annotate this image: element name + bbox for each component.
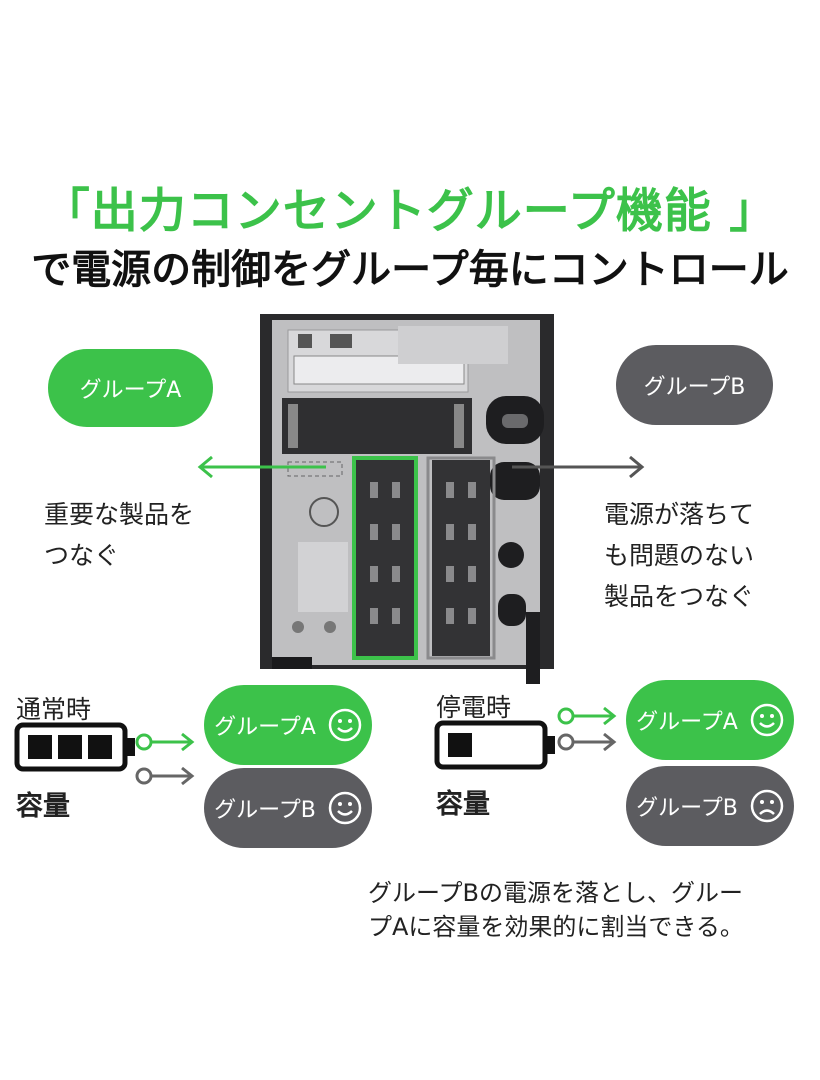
normal-group-a-pill: グループA: [204, 685, 372, 765]
normal-capacity-label: 容量: [16, 791, 70, 822]
title-line-1: 「出力コンセントグループ機能 」: [42, 184, 778, 239]
group-b-description: 電源が落ちて も問題のない 製品をつなぐ: [604, 494, 754, 617]
normal-group-b-pill: グループB: [204, 768, 372, 848]
smile-icon: [328, 708, 362, 742]
group-a-desc-line: 重要な製品を: [44, 500, 195, 529]
group-b-desc-line: 電源が落ちて: [604, 500, 755, 529]
group-b-pill: グループB: [616, 345, 773, 425]
outage-group-a-pill: グループA: [626, 680, 794, 760]
normal-group-a-label: グループA: [214, 715, 316, 740]
smile-icon: [750, 703, 784, 737]
group-a-label: グループA: [79, 378, 182, 403]
outage-group-b-label: グループB: [636, 796, 738, 821]
outage-title: 停電時: [436, 693, 512, 722]
normal-group-b-label: グループB: [214, 798, 316, 823]
group-b-arrow: [512, 455, 645, 479]
group-b-label: グループB: [643, 375, 746, 400]
outage-group-a-label: グループA: [636, 710, 738, 735]
group-a-description: 重要な製品を つなぐ: [44, 494, 194, 576]
sad-icon: [750, 789, 784, 823]
ups-rear-panel-image: [260, 314, 554, 684]
normal-title: 通常時: [16, 695, 92, 724]
outage-arrow-b: [557, 732, 617, 752]
bottom-note: グループBの電源を落とし、グルー プAに容量を効果的に割当できる。: [368, 876, 744, 944]
battery-full-icon: [14, 722, 135, 772]
outage-capacity-label: 容量: [436, 789, 490, 820]
outage-arrow-a: [557, 706, 617, 726]
outage-group-b-pill: グループB: [626, 766, 794, 846]
note-line: プAに容量を効果的に割当できる。: [368, 913, 744, 941]
normal-arrow-b: [135, 766, 195, 786]
normal-arrow-a: [135, 732, 195, 752]
group-a-arrow: [197, 455, 326, 479]
note-line: グループBの電源を落とし、グルー: [368, 879, 744, 907]
battery-low-icon: [434, 720, 555, 770]
title-line-2: で電源の制御をグループ毎にコントロール: [31, 247, 789, 293]
group-a-pill: グループA: [48, 349, 213, 427]
smile-icon: [328, 791, 362, 825]
group-b-desc-line: 製品をつなぐ: [604, 582, 755, 611]
group-b-desc-line: も問題のない: [604, 541, 755, 570]
group-a-desc-line: つなぐ: [44, 541, 120, 570]
